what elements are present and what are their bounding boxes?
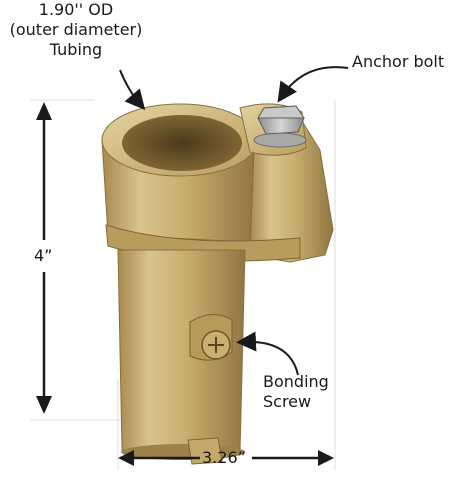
anchor-bolt-arrow-icon xyxy=(277,66,349,103)
height-label: 4” xyxy=(34,246,53,265)
anchor-bolt-label: Anchor bolt xyxy=(352,52,445,71)
tube-bore xyxy=(122,115,242,171)
bonding-screw xyxy=(189,314,233,361)
tubing-label: 1.90'' OD (outer diameter) Tubing xyxy=(0,0,152,60)
bonding-screw-label-line2: Screw xyxy=(263,392,312,411)
height-arrowhead-bottom-icon xyxy=(36,396,52,414)
width-arrowhead-right-icon xyxy=(318,450,334,466)
anchor-bolt xyxy=(253,105,307,148)
bonding-screw-arrow-icon xyxy=(236,331,299,376)
tubing-label-line2: (outer diameter) xyxy=(9,20,143,39)
height-arrowhead-top-icon xyxy=(36,102,52,120)
width-arrowhead-left-icon xyxy=(118,450,134,466)
tubing-arrow-icon xyxy=(119,69,146,111)
tubing-label-line1: 1.90'' OD xyxy=(38,0,114,19)
width-label: 3.26” xyxy=(202,448,246,467)
bonding-screw-label: Bonding Screw xyxy=(263,372,329,412)
tubing-label-line3: Tubing xyxy=(49,40,103,59)
bonding-screw-label-line1: Bonding xyxy=(263,372,329,391)
